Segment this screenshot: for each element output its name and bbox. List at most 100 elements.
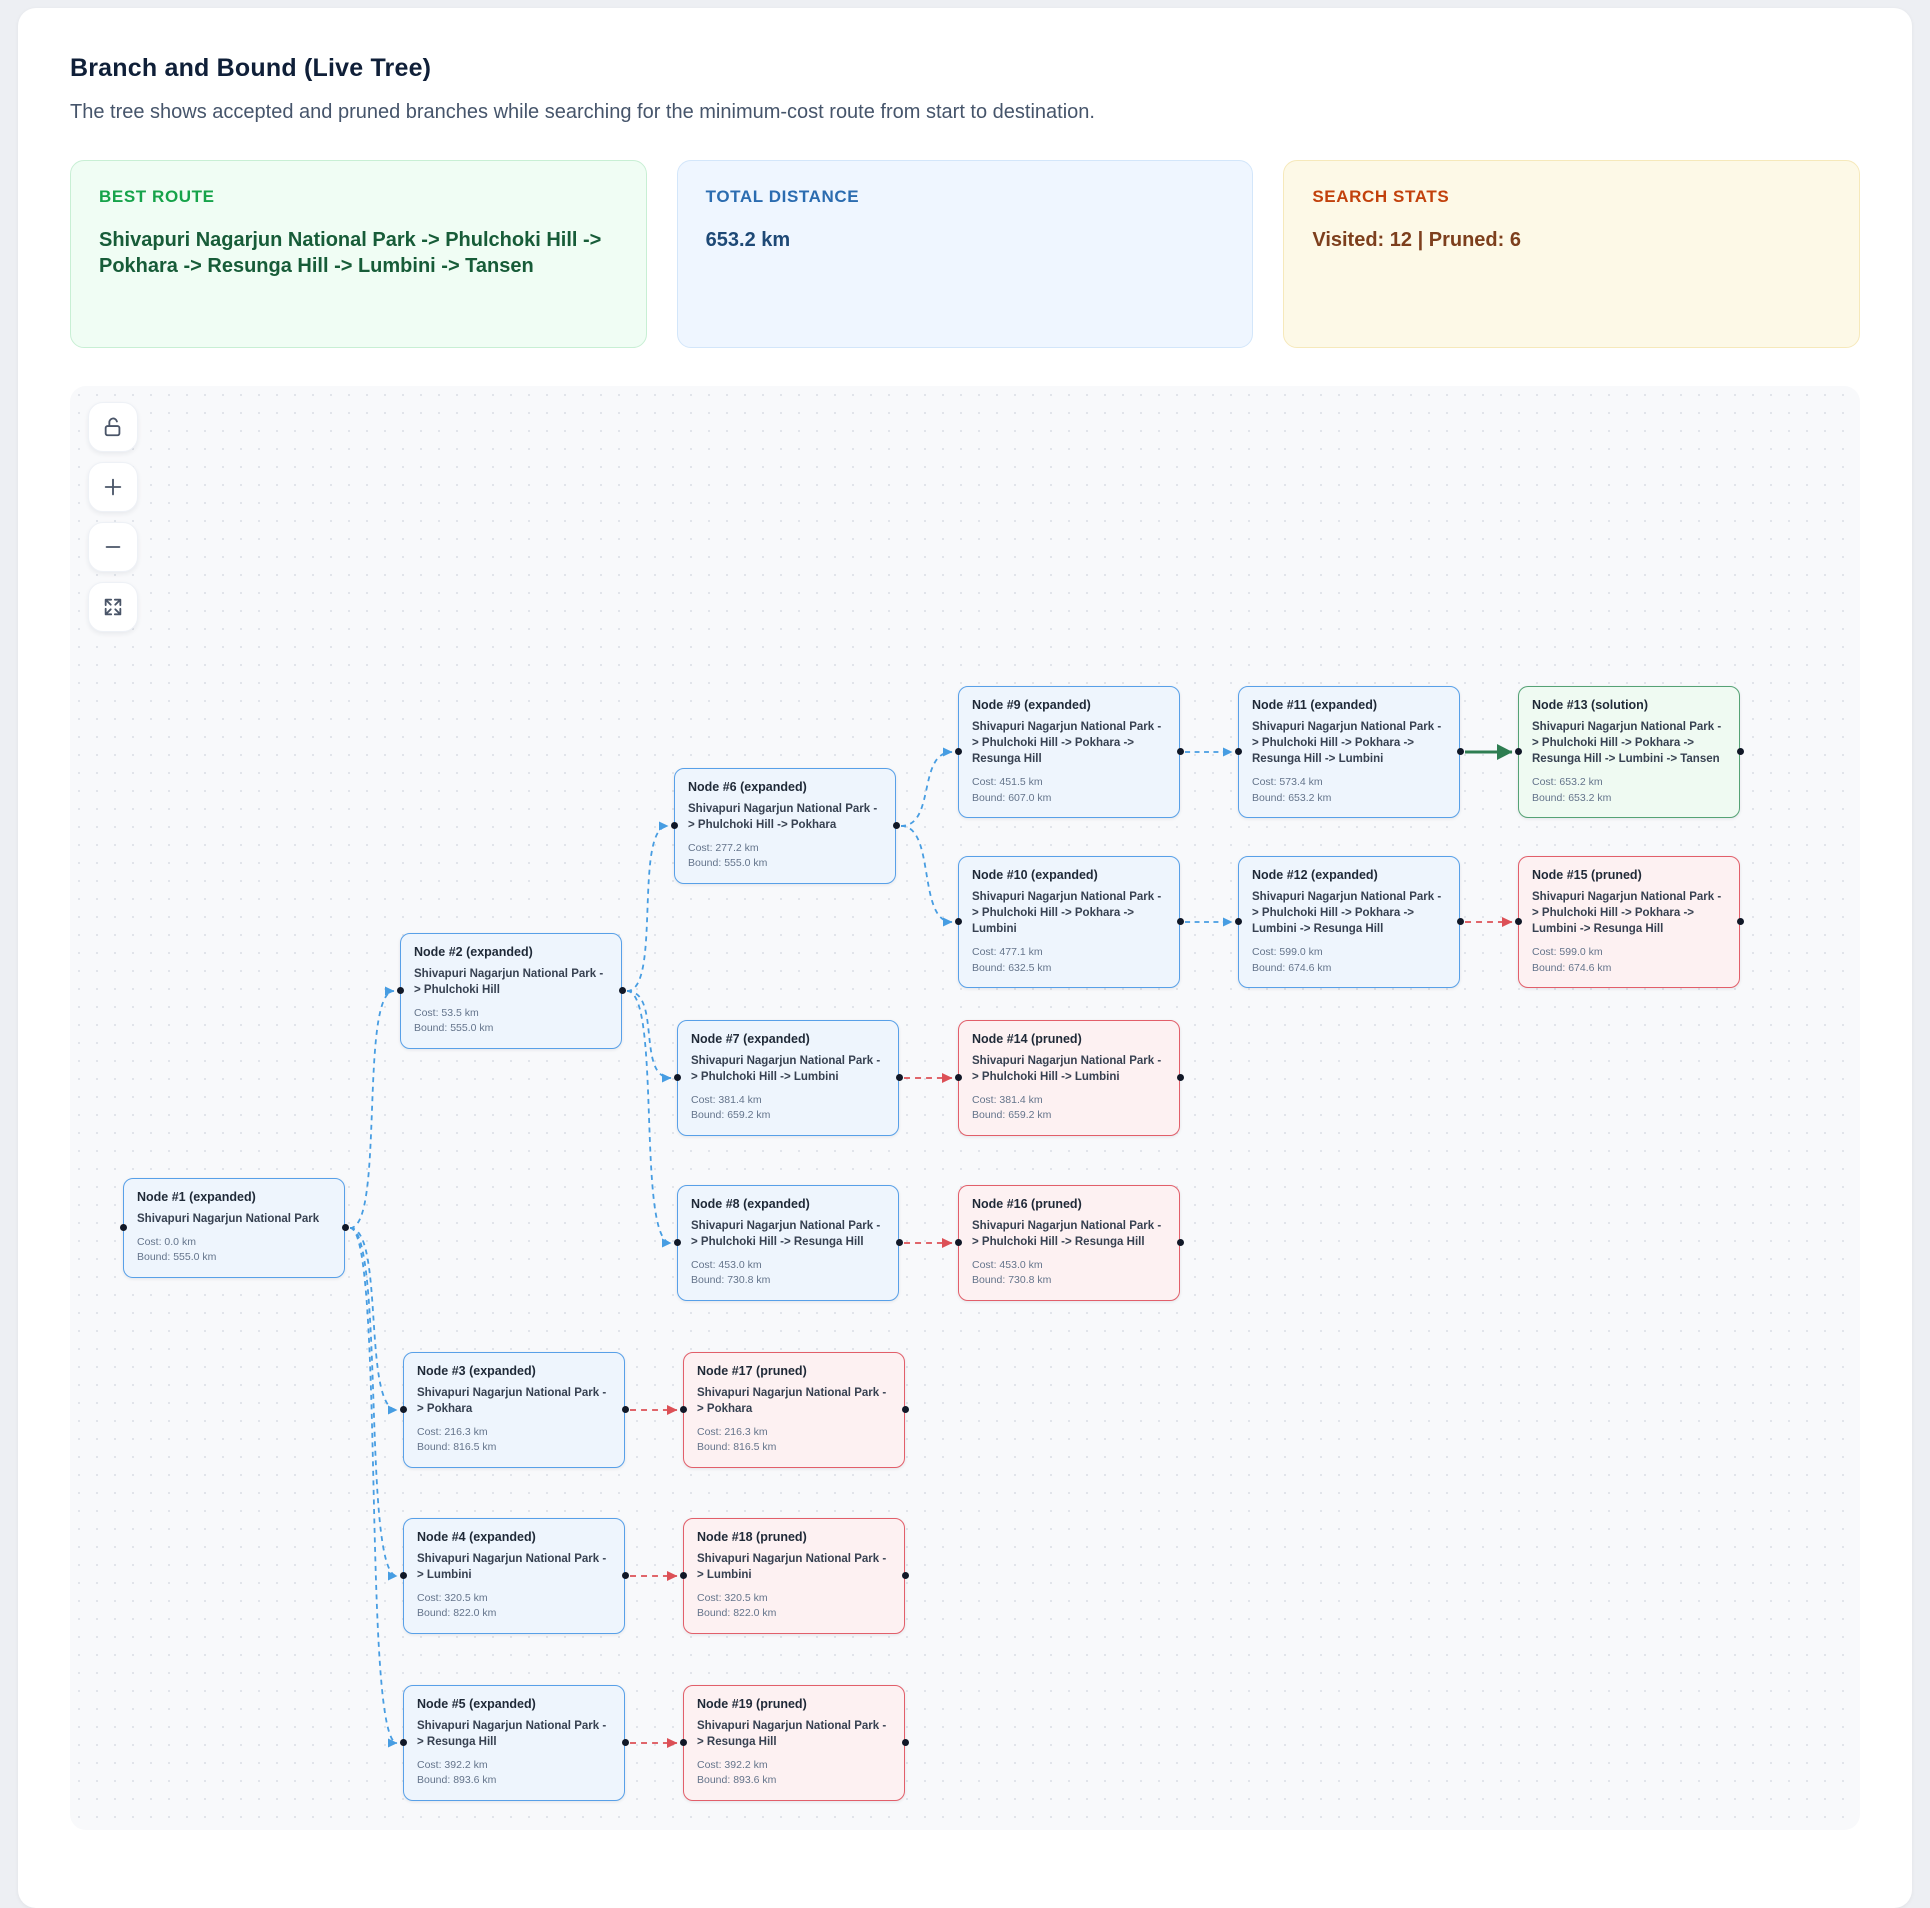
node-route: Shivapuri Nagarjun National Park [137,1213,320,1225]
tree-node-11[interactable]: Node #11 (expanded) Shivapuri Nagarjun Na… [1234,686,1464,818]
tree-node-18[interactable]: Node #18 (pruned)Shivapuri Nagarjun Nati… [679,1518,909,1634]
tree-node-2[interactable]: Node #2 (expanded)Shivapuri Nagarjun Nat… [396,933,626,1049]
node-route: Shivapuri Nagarjun National Park -> Phul… [691,1055,881,1084]
node-handle-right[interactable] [618,987,626,995]
node-handle-left[interactable] [679,1739,687,1747]
tree-node-9[interactable]: Node #9 (expanded)Shivapuri Nagarjun Nat… [954,686,1184,818]
node-cost: Cost: 451.5 km [972,776,1043,789]
node-handle-right[interactable] [1456,918,1464,926]
node-handle-right[interactable] [895,1239,903,1247]
node-handle-right[interactable] [892,822,900,830]
node-cost: Cost: 320.5 km [417,1592,488,1605]
node-cost: Cost: 453.0 km [972,1259,1043,1272]
flow-canvas[interactable]: Node #1 (expanded)Shivapuri Nagarjun Nat… [70,386,1860,1830]
node-route: Shivapuri Nagarjun National Park -> Phul… [972,721,1162,766]
node-handle-left[interactable] [679,1406,687,1414]
node-bound: Bound: 555.0 km [414,1022,494,1035]
tree-node-13[interactable]: Node #13 (solution)Shivapuri Nagarjun Na… [1514,686,1744,818]
node-title: Node #8 (expanded) [691,1197,810,1211]
tree-node-15[interactable]: Node #15 (pruned)Shivapuri Nagarjun Nati… [1514,856,1744,988]
node-bound: Bound: 822.0 km [417,1607,497,1620]
node-handle-right[interactable] [901,1739,909,1747]
node-handle-left[interactable] [679,1572,687,1580]
node-handle-left[interactable] [954,748,962,756]
node-route: Shivapuri Nagarjun National Park -> Phul… [972,1220,1162,1249]
node-title: Node #4 (expanded) [417,1530,536,1544]
node-handle-left[interactable] [673,1239,681,1247]
node-handle-left[interactable] [1234,918,1242,926]
tree-node-14[interactable]: Node #14 (pruned)Shivapuri Nagarjun Nati… [954,1020,1184,1136]
node-cost: Cost: 381.4 km [972,1094,1043,1107]
node-handle-left[interactable] [1234,748,1242,756]
node-handle-left[interactable] [396,987,404,995]
node-cost: Cost: 320.5 km [697,1592,768,1605]
node-handle-right[interactable] [1176,1239,1184,1247]
node-title: Node #10 (expanded) [972,868,1098,882]
node-route: Shivapuri Nagarjun National Park -> Phul… [1252,721,1442,766]
zoom-out-button[interactable] [88,522,138,572]
edge-2-7 [626,990,672,1083]
node-handle-left[interactable] [1514,748,1522,756]
node-handle-right[interactable] [1456,748,1464,756]
node-route: Shivapuri Nagarjun National Park -> Phul… [1532,721,1722,766]
node-handle-left[interactable] [954,918,962,926]
node-cost: Cost: 599.0 km [1532,946,1603,959]
tree-node-1[interactable]: Node #1 (expanded)Shivapuri Nagarjun Nat… [119,1178,349,1278]
node-handle-right[interactable] [621,1406,629,1414]
search-stats-card: SEARCH STATS Visited: 12 | Pruned: 6 [1283,160,1861,348]
node-cost: Cost: 0.0 km [137,1236,196,1249]
edge-2-8 [626,990,672,1248]
node-title: Node #18 (pruned) [697,1530,807,1544]
node-handle-right[interactable] [621,1739,629,1747]
node-title: Node #7 (expanded) [691,1032,810,1046]
page-subtitle: The tree shows accepted and pruned branc… [70,101,1095,123]
node-handle-left[interactable] [1514,918,1522,926]
node-handle-right[interactable] [621,1572,629,1580]
node-handle-right[interactable] [1736,748,1744,756]
node-handle-left[interactable] [399,1406,407,1414]
node-cost: Cost: 216.3 km [697,1426,768,1439]
tree-node-8[interactable]: Node #8 (expanded)Shivapuri Nagarjun Nat… [673,1185,903,1301]
page-title: Branch and Bound (Live Tree) [70,54,432,82]
node-handle-right[interactable] [895,1074,903,1082]
node-handle-left[interactable] [119,1224,127,1232]
main-card: Branch and Bound (Live Tree) The tree sh… [18,8,1912,1908]
lock-toggle-button[interactable] [88,402,138,452]
tree-node-16[interactable]: Node #16 (pruned)Shivapuri Nagarjun Nati… [954,1185,1184,1301]
tree-node-12[interactable]: Node #12 (expanded)Shivapuri Nagarjun Na… [1234,856,1464,988]
node-handle-right[interactable] [1736,918,1744,926]
tree-node-19[interactable]: Node #19 (pruned)Shivapuri Nagarjun Nati… [679,1685,909,1801]
node-handle-right[interactable] [1176,918,1184,926]
node-title: Node #11 (expanded) [1252,698,1378,712]
node-bound: Bound: 816.5 km [417,1441,497,1454]
node-bound: Bound: 653.2 km [1252,791,1332,804]
node-handle-right[interactable] [1176,1074,1184,1082]
best-route-label: BEST ROUTE [99,187,215,206]
node-bound: Bound: 822.0 km [697,1607,777,1620]
node-title: Node #19 (pruned) [697,1697,807,1711]
tree-node-4[interactable]: Node #4 (expanded)Shivapuri Nagarjun Nat… [399,1518,629,1634]
node-bound: Bound: 893.6 km [417,1774,497,1787]
fit-view-button[interactable] [88,582,138,632]
edge-1-5 [349,1227,398,1748]
node-cost: Cost: 392.2 km [697,1759,768,1772]
node-handle-right[interactable] [341,1224,349,1232]
node-handle-left[interactable] [673,1074,681,1082]
node-handle-right[interactable] [901,1572,909,1580]
tree-node-3[interactable]: Node #3 (expanded)Shivapuri Nagarjun Nat… [399,1352,629,1468]
node-handle-left[interactable] [399,1572,407,1580]
node-handle-right[interactable] [1176,748,1184,756]
node-handle-right[interactable] [901,1406,909,1414]
node-handle-left[interactable] [670,822,678,830]
zoom-in-button[interactable] [88,462,138,512]
node-handle-left[interactable] [954,1239,962,1247]
node-handle-left[interactable] [954,1074,962,1082]
tree-node-5[interactable]: Node #5 (expanded)Shivapuri Nagarjun Nat… [399,1685,629,1801]
tree-node-6[interactable]: Node #6 (expanded)Shivapuri Nagarjun Nat… [670,768,900,884]
edge-1-2 [349,986,395,1229]
node-handle-left[interactable] [399,1739,407,1747]
tree-node-10[interactable]: Node #10 (expanded)Shivapuri Nagarjun Na… [954,856,1184,988]
tree-node-17[interactable]: Node #17 (pruned)Shivapuri Nagarjun Nati… [679,1352,909,1468]
tree-node-7[interactable]: Node #7 (expanded) Shivapuri Nagarjun Nat… [673,1020,903,1136]
best-route-card: BEST ROUTE Shivapuri Nagarjun National P… [70,160,647,348]
